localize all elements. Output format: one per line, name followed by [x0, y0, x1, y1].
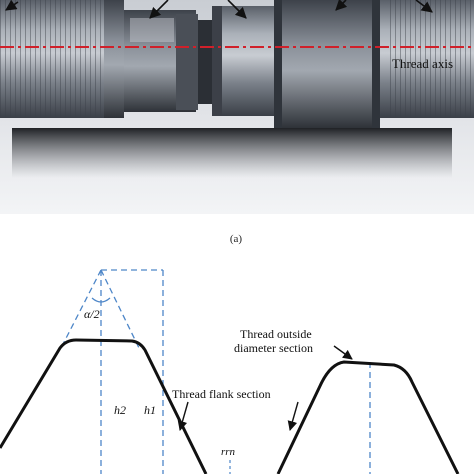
right-threaded-pin	[380, 0, 474, 118]
outside-section-label-line2: diameter section	[234, 341, 313, 355]
photo-panel: Thread axis	[0, 0, 474, 214]
arrow-collar	[335, 0, 348, 11]
guide-lines	[59, 269, 371, 474]
flank-section-label: Thread flank section	[172, 387, 271, 401]
rrn-label: rrn	[221, 446, 236, 458]
outside-section-arrow	[333, 345, 353, 360]
alpha-half-label: α/2	[84, 307, 100, 321]
guide-apex-right	[100, 269, 141, 351]
pipe-shadow	[12, 128, 452, 178]
arrow-left-neck	[149, 0, 169, 19]
flank-section-arrow-right	[287, 401, 299, 431]
alpha-arc	[91, 297, 111, 303]
left-threaded-pin	[0, 0, 124, 118]
right-thread-profile	[276, 360, 460, 474]
right-collar	[274, 0, 380, 128]
thread-axis-label: Thread axis	[392, 56, 453, 71]
left-neck	[124, 10, 198, 112]
arrow-left-thread	[5, 0, 19, 11]
panel-a-label: (a)	[230, 233, 243, 245]
thread-schematic: α/2 h2 h1 Thread outside diameter sectio…	[0, 269, 460, 474]
photo-leader-arrows	[5, 0, 433, 19]
arrow-right-thread	[415, 0, 433, 13]
guide-apex-left	[59, 269, 102, 351]
flank-section-arrow-left	[177, 401, 189, 431]
left-thread-profile	[0, 338, 208, 474]
h2-label: h2	[114, 403, 126, 417]
h1-label: h1	[144, 403, 156, 417]
arrow-center	[227, 0, 247, 19]
outside-section-label-line1: Thread outside	[240, 327, 312, 341]
coupling-gap	[198, 6, 274, 116]
